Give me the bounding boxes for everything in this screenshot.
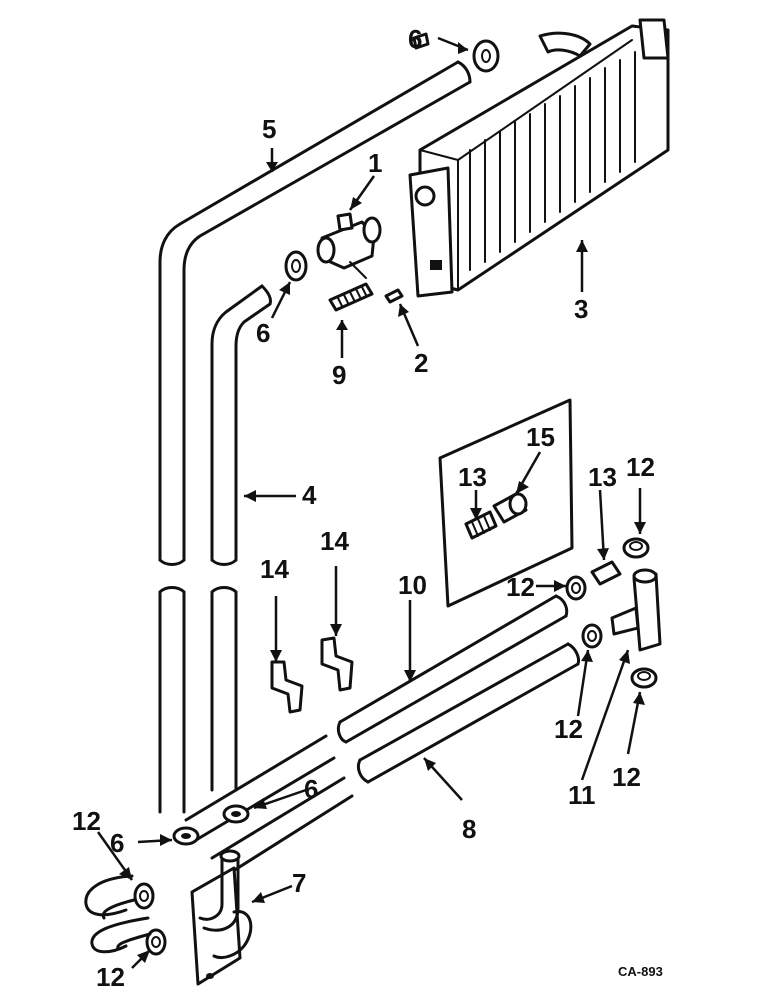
heater-core (408, 18, 670, 298)
tee-fitting-11 (610, 568, 662, 652)
callout-9: 10 (398, 570, 427, 600)
fitting-13 (590, 560, 622, 586)
callout-2: 2 (414, 348, 428, 378)
callout-4: 4 (302, 480, 317, 510)
callout-12-bottom: 12 (96, 962, 125, 992)
fitting-15 (492, 492, 528, 524)
clamp-12-f (145, 928, 167, 956)
clamp-12-e (133, 882, 155, 910)
callout-10: 8 (462, 814, 476, 844)
washer-6-valve (284, 250, 308, 282)
callout-5: 5 (262, 114, 276, 144)
callout-12-right: 12 (612, 762, 641, 792)
callout-12-lower: 12 (554, 714, 583, 744)
pin-2 (384, 288, 404, 304)
washer-6-lower-a (172, 826, 200, 846)
fitting-13-inset (464, 510, 498, 540)
callout-12-mid: 12 (506, 572, 535, 602)
callout-14-right: 14 (320, 526, 349, 556)
spring-8 (328, 282, 374, 312)
clamp-12-d (630, 667, 658, 689)
callout-15: 15 (526, 422, 555, 452)
callout-6-top: 6 (408, 24, 422, 54)
callout-6-valve: 6 (256, 318, 270, 348)
callout-8: 9 (332, 360, 346, 390)
hose-4 (210, 284, 272, 792)
callout-12-top: 12 (626, 452, 655, 482)
callout-14-left: 14 (260, 554, 289, 584)
inset-box (438, 398, 574, 608)
clamp-12-c (581, 623, 603, 649)
clamp-14-left (270, 660, 304, 714)
callout-12-left: 12 (72, 806, 101, 836)
callout-13-inset: 13 (458, 462, 487, 492)
callout-7: 7 (292, 868, 306, 898)
callout-6-lower-left: 6 (110, 828, 124, 858)
callout-13: 13 (588, 462, 617, 492)
lower-pipes (84, 874, 152, 954)
callout-6-lower-right: 6 (304, 774, 318, 804)
clamp-12-a (622, 537, 650, 559)
reference-code: CA-893 (618, 964, 663, 979)
leader-lines (96, 36, 646, 969)
hose-10 (356, 642, 580, 784)
hose-9 (336, 594, 569, 744)
pipe-lower-short (184, 734, 354, 880)
washer-6-lower-b (222, 804, 250, 824)
clamp-12-b (565, 575, 587, 601)
callouts: 6 1 5 6 9 2 3 4 15 13 13 12 14 14 10 12 … (72, 24, 663, 992)
clamp-14-right (320, 636, 354, 692)
valve-assembly (316, 212, 382, 279)
callout-3: 3 (574, 294, 588, 324)
hose-5 (158, 60, 472, 814)
callout-11: 11 (568, 780, 596, 810)
callout-1: 1 (368, 148, 382, 178)
washer-6-top (412, 32, 500, 73)
bracket-7 (190, 849, 253, 986)
